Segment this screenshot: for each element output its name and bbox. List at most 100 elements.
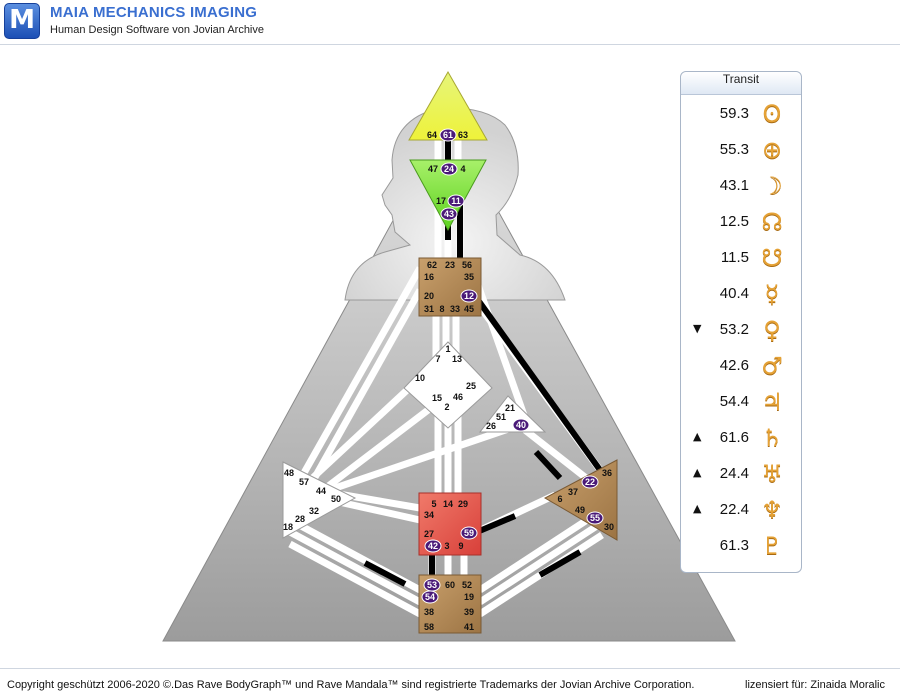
transit-value: 12.5: [719, 213, 749, 230]
transit-value: 42.6: [719, 357, 749, 374]
gate-33: 33: [450, 304, 460, 314]
app-title: MAIA MECHANICS IMAGING: [50, 4, 258, 21]
transit-value: 40.4: [719, 285, 749, 302]
gate-2: 2: [444, 402, 449, 412]
gate-40: 40: [516, 420, 526, 430]
transit-value: 11.5: [720, 249, 749, 266]
gate-37: 37: [568, 487, 578, 497]
gate-22: 22: [585, 477, 595, 487]
gate-29: 29: [458, 499, 468, 509]
gate-26: 26: [486, 421, 496, 431]
moon-icon: ☽: [761, 172, 783, 200]
up-arrow-icon: ▲: [693, 466, 702, 479]
transit-value: 61.3: [719, 537, 749, 554]
transit-row-mars[interactable]: 42.6♂: [681, 352, 801, 382]
gate-60: 60: [445, 580, 455, 590]
bodygraph-canvas: 64 61 63 47 24 4 17 11 43 62 23 56 16 35…: [162, 70, 736, 642]
gate-34: 34: [424, 510, 434, 520]
saturn-icon: ♄: [761, 424, 783, 452]
transit-value: 24.4: [719, 465, 749, 482]
transit-value: 61.6: [719, 429, 749, 446]
gate-51: 51: [496, 412, 506, 422]
gate-4: 4: [460, 164, 465, 174]
copyright-text: Copyright geschützt 2006-2020 ©.Das Rave…: [7, 679, 695, 691]
gate-58: 58: [424, 622, 434, 632]
gate-64: 64: [427, 130, 437, 140]
gate-53: 53: [427, 580, 437, 590]
gate-49: 49: [575, 505, 585, 515]
gate-54: 54: [425, 592, 435, 602]
north-node-icon: ☊: [761, 208, 783, 236]
gate-35: 35: [464, 272, 474, 282]
gate-30: 30: [604, 522, 614, 532]
neptune-icon: ♆: [761, 496, 783, 524]
app-subtitle: Human Design Software von Jovian Archive: [50, 24, 264, 36]
gate-38: 38: [424, 607, 434, 617]
maia-logo-icon: M: [4, 3, 40, 39]
gate-63: 63: [458, 130, 468, 140]
gate-8: 8: [439, 304, 444, 314]
transit-value: 55.3: [719, 141, 749, 158]
transit-row-north-node[interactable]: 12.5 ☊: [681, 208, 801, 238]
gate-50: 50: [331, 494, 341, 504]
gate-18: 18: [283, 522, 293, 532]
transit-row-south-node[interactable]: 11.5 ☋: [681, 244, 801, 274]
gate-46: 46: [453, 392, 463, 402]
gate-44: 44: [316, 486, 326, 496]
up-arrow-icon: ▲: [693, 430, 702, 443]
g-center: [403, 341, 493, 429]
gate-39: 39: [464, 607, 474, 617]
gate-43: 43: [444, 209, 454, 219]
gate-48: 48: [284, 468, 294, 478]
gate-55: 55: [590, 513, 600, 523]
app-header: M MAIA MECHANICS IMAGING Human Design So…: [0, 0, 900, 45]
gate-12: 12: [464, 291, 474, 301]
gate-11: 11: [451, 196, 461, 206]
transit-row-earth[interactable]: 55.3⊕: [681, 136, 801, 166]
gate-20: 20: [424, 291, 434, 301]
transit-value: 43.1: [719, 177, 749, 194]
transit-value: 54.4: [719, 393, 749, 410]
gate-17: 17: [436, 196, 446, 206]
gate-14: 14: [443, 499, 453, 509]
transit-row-venus[interactable]: ▼ 53.2 ♀: [681, 316, 801, 346]
gate-24: 24: [444, 164, 454, 174]
gate-57: 57: [299, 477, 309, 487]
gate-52: 52: [462, 580, 472, 590]
gate-47: 47: [428, 164, 438, 174]
gate-16: 16: [424, 272, 434, 282]
transit-row-saturn[interactable]: ▲ 61.6 ♄: [681, 424, 801, 454]
ajna-center: [409, 159, 487, 232]
gate-59: 59: [464, 528, 474, 538]
venus-icon: ♀: [763, 316, 781, 344]
transit-row-uranus[interactable]: ▲24.4♅: [681, 460, 801, 490]
transit-value: 22.4: [719, 501, 749, 518]
gate-23: 23: [445, 260, 455, 270]
transit-row-neptune[interactable]: ▲22.4♆: [681, 496, 801, 526]
gate-32: 32: [309, 506, 319, 516]
gate-6: 6: [557, 494, 562, 504]
gate-13: 13: [452, 354, 462, 364]
sun-icon: ʘ: [762, 100, 782, 128]
south-node-icon: ☋: [761, 244, 783, 272]
transit-row-moon[interactable]: 43.1 ☽: [681, 172, 801, 202]
throat-center: [418, 257, 482, 317]
gate-61: 61: [443, 130, 453, 140]
gate-31: 31: [424, 304, 434, 314]
transit-row-jupiter[interactable]: 54.4♃: [681, 388, 801, 418]
gate-19: 19: [464, 592, 474, 602]
gate-15: 15: [432, 393, 442, 403]
gate-25: 25: [466, 381, 476, 391]
gate-3: 3: [444, 541, 449, 551]
gate-28: 28: [295, 514, 305, 524]
transit-row-pluto[interactable]: 61.3♇: [681, 532, 801, 562]
down-arrow-icon: ▼: [693, 322, 702, 335]
mercury-icon: ☿: [764, 280, 780, 308]
transit-value: 53.2: [719, 321, 749, 338]
spleen-center: [282, 461, 357, 539]
gate-45: 45: [464, 304, 474, 314]
transit-row-mercury[interactable]: 40.4 ☿: [681, 280, 801, 310]
gate-36: 36: [602, 468, 612, 478]
